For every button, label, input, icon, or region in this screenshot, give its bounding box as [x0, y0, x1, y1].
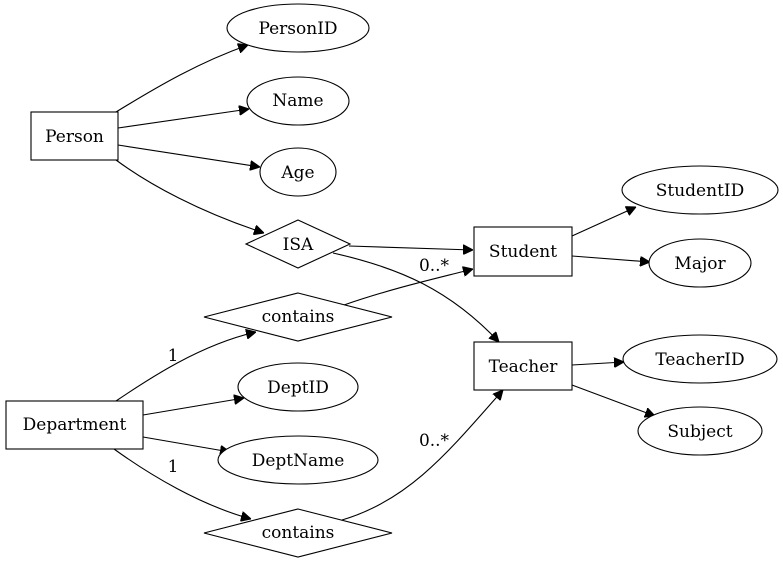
cardinality-contains-students-many: 0..*	[419, 256, 450, 276]
relationship-contains-teachers[interactable]: contains	[203, 508, 393, 558]
attribute-studentid-label: StudentID	[656, 181, 745, 201]
edge-teacher-teacherid	[571, 362, 624, 365]
attribute-deptname[interactable]: DeptName	[217, 435, 379, 485]
edge-person-name	[117, 109, 249, 129]
attribute-age-label: Age	[280, 163, 314, 183]
edge-teacher-subject	[571, 384, 655, 416]
edge-contains1-student	[343, 269, 473, 306]
edge-department-deptname	[142, 436, 230, 452]
cardinality-contains-teachers-many: 0..*	[419, 431, 450, 451]
attribute-deptid[interactable]: DeptID	[237, 362, 359, 412]
attribute-name-label: Name	[272, 91, 323, 111]
attribute-name[interactable]: Name	[246, 76, 350, 126]
attribute-deptname-label: DeptName	[252, 451, 345, 471]
attribute-personid[interactable]: PersonID	[226, 3, 370, 53]
entity-person-label: Person	[45, 127, 104, 147]
edge-contains2-teacher	[341, 390, 503, 521]
attribute-teacherid[interactable]: TeacherID	[622, 334, 778, 384]
attribute-subject[interactable]: Subject	[637, 406, 763, 456]
edges	[113, 45, 655, 521]
entity-person[interactable]: Person	[30, 111, 119, 161]
relationship-isa-label: ISA	[283, 235, 314, 255]
cardinality-dept-contains-teachers: 1	[168, 457, 179, 477]
entity-department[interactable]: Department	[5, 400, 144, 450]
edge-isa-student	[348, 246, 473, 250]
relationship-contains-students[interactable]: contains	[203, 292, 393, 342]
attribute-studentid[interactable]: StudentID	[621, 165, 779, 215]
entity-student-label: Student	[489, 242, 557, 262]
relationship-isa[interactable]: ISA	[244, 219, 352, 269]
attribute-age[interactable]: Age	[259, 147, 337, 197]
edge-department-contains1	[115, 332, 256, 402]
edge-person-age	[117, 144, 260, 167]
entity-department-label: Department	[23, 415, 127, 435]
attribute-major-label: Major	[674, 254, 726, 274]
edge-student-studentid	[571, 207, 636, 237]
edge-student-major	[571, 255, 650, 262]
edge-person-personid	[115, 45, 248, 113]
edge-person-isa	[115, 159, 264, 233]
entity-student[interactable]: Student	[473, 226, 573, 277]
edge-department-contains2	[113, 448, 251, 519]
attribute-major[interactable]: Major	[648, 238, 752, 288]
attribute-deptid-label: DeptID	[267, 378, 329, 398]
attribute-subject-label: Subject	[667, 422, 732, 442]
attribute-personid-label: PersonID	[258, 19, 337, 39]
attribute-teacherid-label: TeacherID	[655, 350, 744, 370]
relationship-contains-students-label: contains	[262, 307, 335, 327]
edge-department-deptid	[142, 398, 244, 416]
relationship-contains-teachers-label: contains	[262, 523, 335, 543]
entity-teacher[interactable]: Teacher	[473, 341, 573, 391]
edge-isa-teacher	[332, 252, 499, 342]
cardinality-dept-contains-students: 1	[168, 346, 179, 366]
entity-teacher-label: Teacher	[489, 357, 559, 377]
